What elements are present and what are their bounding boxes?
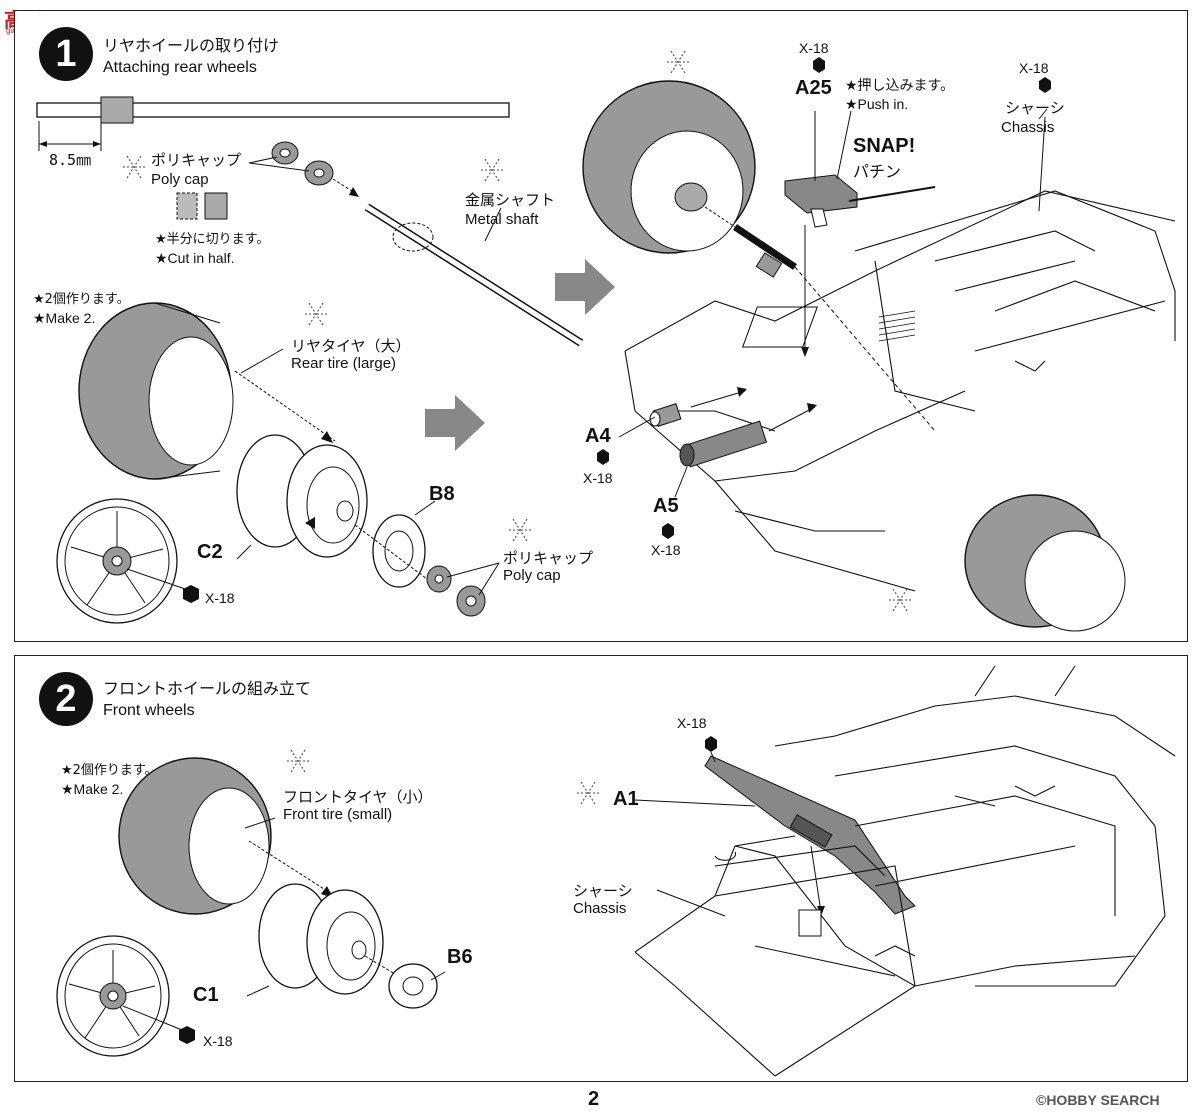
part-a1-label: A1 xyxy=(613,788,639,810)
x18-wheel-label: X-18 xyxy=(203,1033,233,1049)
part-a5-label: A5 xyxy=(653,495,679,517)
make2-note-jp: ★2個作ります。 xyxy=(33,292,130,307)
push-in-note-jp: ★押し込みます。 xyxy=(845,78,955,94)
snap-callout: SNAP! xyxy=(853,135,916,157)
make2-note-en: ★Make 2. xyxy=(33,310,96,326)
step1-panel: 1 リヤホイールの取り付け Attaching rear wheels 8.5㎜… xyxy=(14,10,1188,642)
step2-number-badge: 2 xyxy=(39,672,93,726)
x18-a25-label: X-18 xyxy=(799,40,829,56)
front-tire-label-en: Front tire (small) xyxy=(283,806,393,823)
x18-a1-label: X-18 xyxy=(677,715,707,731)
cut-half-note-en: ★Cut in half. xyxy=(155,250,235,266)
part-b6-label: B6 xyxy=(447,946,473,968)
chassis-label-jp: シャーシ xyxy=(573,882,633,900)
part-a25-label: A25 xyxy=(795,77,832,99)
x18-a4-label: X-18 xyxy=(583,470,613,486)
chassis-label-en: Chassis xyxy=(1001,119,1055,136)
snap-callout-jp: パチン xyxy=(853,162,902,181)
rear-tire-label-jp: リヤタイヤ（大） xyxy=(291,337,411,355)
push-in-note-en: ★Push in. xyxy=(845,96,909,112)
cut-half-note-jp: ★半分に切ります。 xyxy=(155,232,270,247)
x18-a5-label: X-18 xyxy=(651,542,681,558)
polycap2-label-en: Poly cap xyxy=(503,567,561,584)
polycap2-label-jp: ポリキャップ xyxy=(503,549,594,567)
shaft-dimension-label: 8.5㎜ xyxy=(49,151,92,169)
metal-shaft-label-jp: 金属シャフト xyxy=(465,191,556,209)
step2-title-en: Front wheels xyxy=(103,702,195,719)
x18-chassis-label: X-18 xyxy=(1019,60,1049,76)
polycap-label-jp: ポリキャップ xyxy=(151,151,242,169)
part-c2-label: C2 xyxy=(197,541,223,563)
part-c1-label: C1 xyxy=(193,984,219,1006)
make2-note-jp: ★2個作ります。 xyxy=(61,763,158,778)
step1-illustration xyxy=(36,50,1176,632)
part-a4-label: A4 xyxy=(585,425,611,447)
page-number: 2 xyxy=(588,1088,600,1110)
step1-title-jp: リヤホイールの取り付け xyxy=(103,36,280,55)
front-tire-label-jp: フロントタイヤ（小） xyxy=(283,788,433,806)
metal-shaft-label-en: Metal shaft xyxy=(465,211,539,228)
chassis-label-jp: シャーシ xyxy=(1005,99,1065,117)
step1-number-badge: 1 xyxy=(39,27,93,81)
x18-wheel-label: X-18 xyxy=(205,590,235,606)
step2-title-jp: フロントホイールの組み立て xyxy=(103,679,312,698)
rear-tire-label-en: Rear tire (large) xyxy=(291,355,397,372)
step2-panel: 2 フロントホイールの組み立て Front wheels ★2個作ります。 ★M… xyxy=(14,655,1188,1082)
make2-note-en: ★Make 2. xyxy=(61,781,124,797)
step1-title-en: Attaching rear wheels xyxy=(103,59,257,76)
hobby-search-watermark: ©HOBBY SEARCH xyxy=(1036,1092,1160,1108)
chassis-label-en: Chassis xyxy=(573,900,627,917)
polycap-label-en: Poly cap xyxy=(151,171,209,188)
part-b8-label: B8 xyxy=(429,483,455,505)
step2-illustration xyxy=(56,665,1176,1077)
